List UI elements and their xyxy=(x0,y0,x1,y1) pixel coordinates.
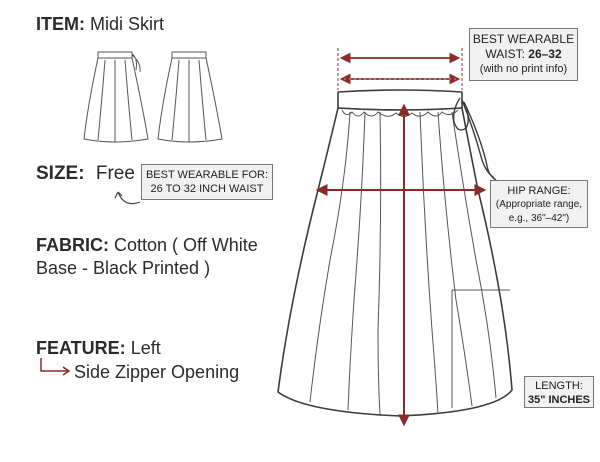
fabric-line1: FABRIC: Cotton ( Off White xyxy=(36,235,258,256)
length-label-line2: 35" INCHES xyxy=(527,394,591,406)
size-label: SIZE: xyxy=(36,163,85,184)
length-label-box: LENGTH: 35" INCHES xyxy=(524,376,594,408)
hip-label-line1: HIP RANGE: xyxy=(507,185,571,197)
size-pointer-arrow xyxy=(114,191,141,205)
feature-label: FEATURE: xyxy=(36,338,126,358)
item-label: ITEM: xyxy=(36,14,85,34)
hip-label-box: HIP RANGE: (Appropriate range, e.g., 36"… xyxy=(490,180,588,228)
waist-label-value: 26–32 xyxy=(528,47,562,61)
waist-measure xyxy=(337,48,463,90)
fit-note-line1: BEST WEARABLE FOR: xyxy=(145,169,269,181)
item-value: Midi Skirt xyxy=(90,14,165,34)
fabric-line2: Base - Black Printed ) xyxy=(36,258,210,279)
skirt-thumbnail-front xyxy=(83,51,149,143)
hip-label-line2: (Appropriate range, xyxy=(495,199,583,210)
skirt-thumbnails xyxy=(83,51,223,143)
waist-label-box: BEST WEARABLE WAIST: 26–32 (with no prin… xyxy=(469,28,578,81)
skirt-thumbnail-back xyxy=(157,51,223,143)
feature-line2: Side Zipper Opening xyxy=(74,362,239,383)
waist-label-prefix: WAIST: xyxy=(485,47,525,61)
skirt-outline xyxy=(277,89,513,417)
size-line: SIZE: Free xyxy=(36,163,135,185)
fabric-value-line1: Cotton ( Off White xyxy=(114,235,258,255)
feature-value-line1: Left xyxy=(130,338,161,358)
length-label-line1: LENGTH: xyxy=(535,380,583,392)
fabric-label: FABRIC: xyxy=(36,235,109,255)
waist-label-line1: BEST WEARABLE xyxy=(472,32,575,46)
fit-note-box: BEST WEARABLE FOR: 26 TO 32 INCH WAIST xyxy=(141,164,273,200)
skirt-folds xyxy=(309,109,510,415)
feature-line1: FEATURE: Left xyxy=(36,338,161,359)
hip-label-line3: e.g., 36"–42") xyxy=(508,213,570,224)
waist-tie xyxy=(452,97,497,181)
item-line: ITEM: Midi Skirt xyxy=(36,14,164,35)
feature-arrow xyxy=(40,358,71,376)
waist-label-line2: WAIST: 26–32 xyxy=(470,47,577,62)
waist-label-line3: (with no print info) xyxy=(479,63,568,75)
fit-note-line2: 26 TO 32 INCH WAIST xyxy=(150,183,264,195)
feature-value-line2: Side Zipper Opening xyxy=(74,362,240,382)
size-value: Free xyxy=(95,163,135,184)
fabric-value-line2: Base - Black Printed ) xyxy=(36,258,211,278)
